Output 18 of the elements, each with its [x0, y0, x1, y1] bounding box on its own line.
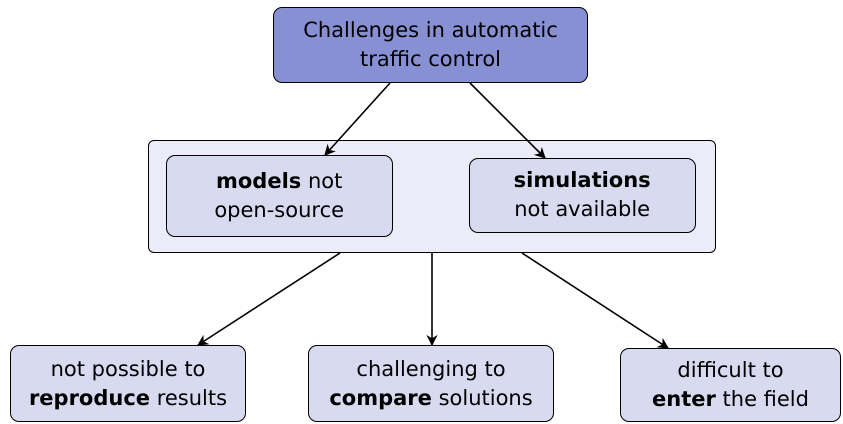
group-panel	[148, 140, 716, 253]
process-box	[166, 154, 393, 237]
arrow	[522, 252, 669, 349]
process-box	[10, 345, 246, 422]
node-text: simulations not available	[512, 167, 652, 224]
node-text: Challenges in automatic traffic control	[302, 17, 559, 73]
process-box	[308, 345, 554, 422]
process-box	[468, 158, 696, 233]
process-box	[620, 348, 841, 422]
node-text: difficult to enter the field	[651, 357, 810, 413]
arrow	[426, 253, 438, 346]
node-text: not possible to reproduce results	[28, 356, 228, 412]
arrow	[469, 82, 546, 159]
process-box	[273, 7, 588, 83]
node-text: models not open-source	[213, 168, 346, 224]
arrow	[324, 82, 391, 156]
node-text: challenging to compare solutions	[328, 356, 534, 412]
arrow	[197, 252, 340, 346]
